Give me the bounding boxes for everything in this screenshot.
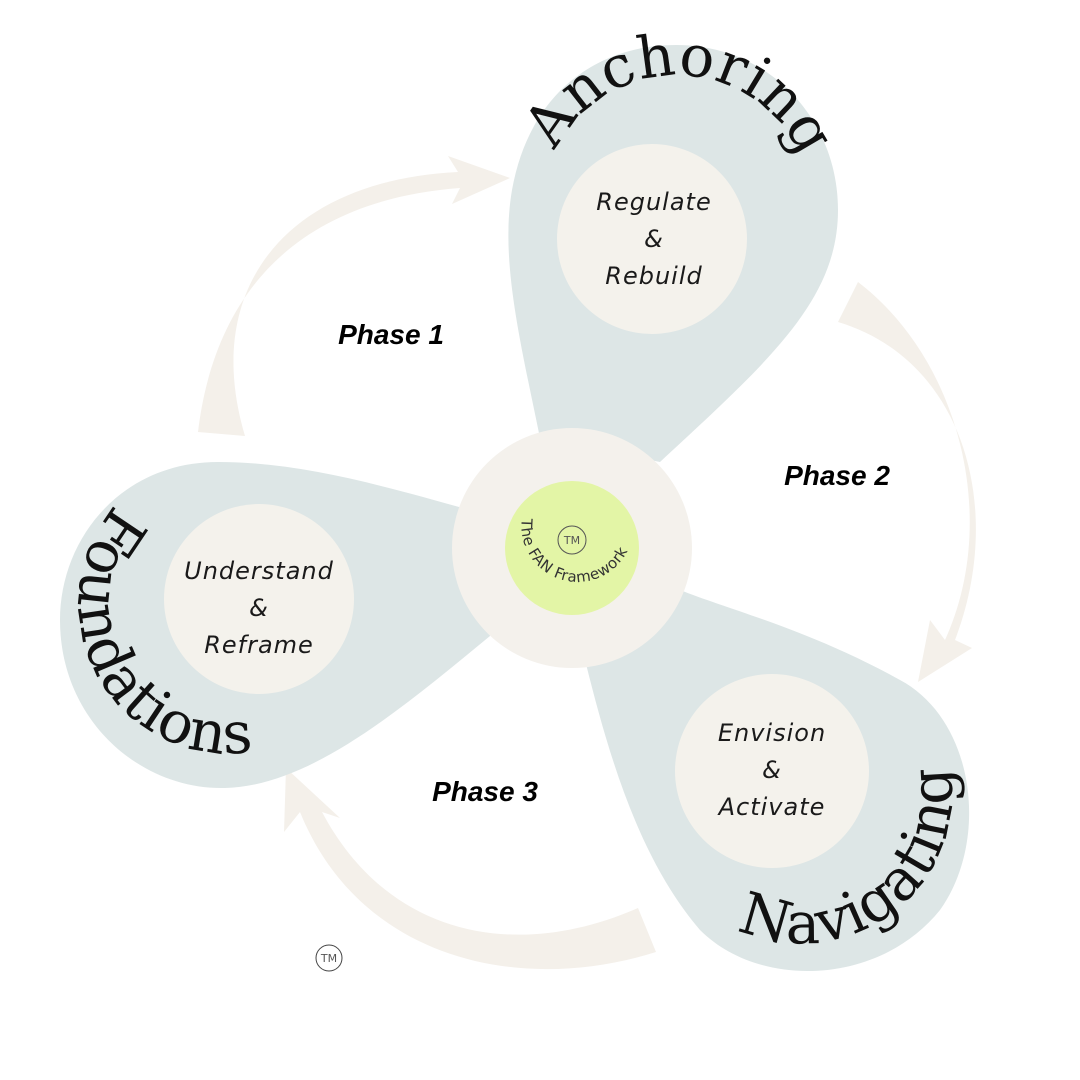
anchoring-inner-circle: [557, 144, 747, 334]
phase-2-label: Phase 2: [784, 460, 890, 491]
phase-3-label: Phase 3: [432, 776, 538, 807]
foundations-line-1: Understand: [184, 557, 334, 585]
anchoring-line-2: &: [644, 225, 664, 253]
petal-anchoring: [508, 45, 838, 462]
hub-trademark-icon: [557, 525, 587, 555]
navigating-inner-circle: [675, 674, 869, 868]
anchoring-line-3: Rebuild: [605, 262, 702, 290]
cycle-arrow-phase-1: [198, 156, 510, 436]
navigating-line-2: &: [762, 756, 782, 784]
foundations-inner-text: Understand & Reframe: [184, 557, 334, 659]
anchoring-line-1: Regulate: [596, 188, 711, 216]
foundations-inner-circle: [164, 504, 354, 694]
hub-inner-circle: [505, 481, 639, 615]
navigating-inner-text: Envision & Activate: [717, 719, 826, 821]
hub-trademark-text: TM: [563, 534, 580, 547]
petal-navigating: [586, 590, 970, 972]
footer-trademark-text: TM: [320, 952, 337, 965]
navigating-line-3: Activate: [717, 793, 826, 821]
footer-trademark-icon: [315, 944, 343, 972]
anchoring-inner-text: Regulate & Rebuild: [596, 188, 711, 290]
petal-foundations: [60, 462, 490, 789]
cycle-arrow-phase-2: [838, 282, 976, 682]
phase-1-label: Phase 1: [338, 319, 444, 350]
navigating-line-1: Envision: [718, 719, 826, 747]
cycle-arrow-phase-3: [284, 768, 656, 970]
foundations-line-2: &: [249, 594, 269, 622]
foundations-line-3: Reframe: [204, 631, 314, 659]
